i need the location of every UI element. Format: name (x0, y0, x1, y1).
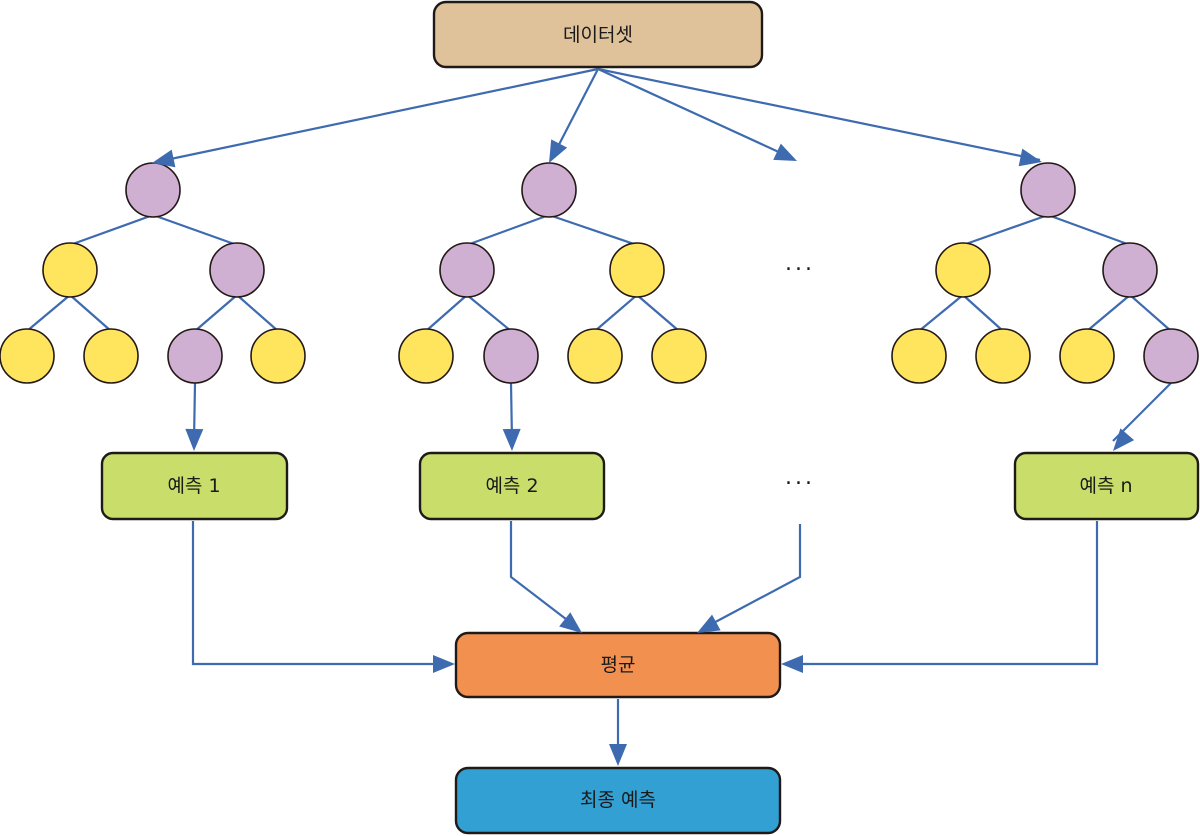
tree-edge (236, 294, 279, 332)
arrowhead-dataset-to-ellipsis (773, 143, 797, 161)
arrowheads (152, 139, 1135, 766)
tree-edge (69, 213, 154, 247)
arrowhead-average-to-final (609, 744, 627, 766)
tree-root-node (1020, 162, 1076, 218)
dataset-label: 데이터셋 (563, 24, 633, 46)
tree-edge (962, 213, 1049, 247)
tree-edge (1047, 213, 1131, 247)
arrowhead-pred-2-to-average (559, 612, 582, 633)
tree-split-node (209, 242, 265, 298)
arrow-dataset-to-tree-1 (160, 67, 599, 163)
final-prediction-box (454, 766, 782, 835)
trees-ellipsis: ··· (785, 258, 815, 283)
dataset-arrows (160, 67, 1041, 163)
tree-2 (398, 162, 707, 442)
tree-split-node (42, 242, 98, 298)
average-box (454, 631, 782, 699)
arrowhead-leaf-to-prediction (185, 428, 204, 451)
arrowhead-pred-n-to-average (781, 655, 803, 673)
tree-edge (1086, 294, 1131, 332)
prediction-box-n (1013, 451, 1200, 521)
tree-leaf-node (167, 328, 223, 384)
tree-leaf-node (1143, 328, 1199, 384)
tree-root-node (125, 162, 181, 218)
tree-edge (962, 294, 1004, 332)
tree-leaf-node (891, 328, 947, 384)
prediction-label-1: 예측 1 (167, 475, 220, 497)
arrow-ellipsis-to-average (705, 524, 802, 628)
tree-leaf-node (83, 328, 139, 384)
tree-edge (26, 294, 71, 332)
tree-edge (69, 294, 112, 332)
arrow-pred-1-to-average (191, 521, 447, 666)
arrow-pred-2-to-average (509, 521, 576, 627)
tree-edge (918, 294, 964, 332)
tree-split-node (609, 242, 665, 298)
arrowhead-dataset-to-tree-n (1018, 148, 1042, 167)
prediction-box-1 (100, 451, 289, 521)
arrowhead-dataset-to-tree-1 (152, 149, 176, 168)
tree-leaf-node (398, 328, 454, 384)
tree-edge (194, 294, 238, 332)
arrow-pred-n-to-average (789, 521, 1099, 666)
tree-1 (0, 162, 306, 442)
arrowhead-pred-1-to-average (433, 655, 455, 673)
tree-split-node (439, 242, 495, 298)
tree-n (891, 162, 1199, 442)
tree-root-node (521, 162, 577, 218)
tree-split-node (935, 242, 991, 298)
arrow-dataset-to-tree-n (597, 67, 1041, 162)
tree-edge (466, 213, 550, 247)
prediction-label-2: 예측 2 (485, 475, 538, 497)
tree-leaf-node (975, 328, 1031, 384)
tree-leaf-node (0, 328, 55, 384)
average-label: 평균 (601, 654, 636, 676)
tree-edge (425, 294, 468, 332)
tree-edge (152, 213, 238, 247)
tree-leaf-node (483, 328, 539, 384)
tree-leaf-node (567, 328, 623, 384)
tree-edge (466, 294, 512, 332)
arrowhead-leaf-to-prediction (1113, 428, 1135, 451)
tree-split-node (1102, 242, 1158, 298)
tree-edge (548, 213, 638, 247)
prediction-box-2 (418, 451, 606, 521)
arrowhead-leaf-to-prediction (502, 428, 521, 451)
tree-edge (594, 294, 638, 332)
prediction-label-n: 예측 n (1079, 475, 1132, 497)
tree-leaf-node (250, 328, 306, 384)
trees (0, 162, 1199, 442)
average-arrows (191, 521, 1099, 760)
tree-edge (636, 294, 680, 332)
dataset-box (432, 0, 764, 69)
tree-edge (1129, 294, 1172, 332)
arrowhead-dataset-to-tree-2 (549, 139, 568, 163)
tree-leaf-node (1059, 328, 1115, 384)
tree-leaf-node (651, 328, 707, 384)
final-prediction-label: 최종 예측 (580, 789, 656, 811)
predictions-ellipsis: ··· (785, 472, 815, 497)
arrow-dataset-to-ellipsis (597, 68, 795, 160)
arrowhead-ellipsis-to-average (697, 614, 721, 633)
